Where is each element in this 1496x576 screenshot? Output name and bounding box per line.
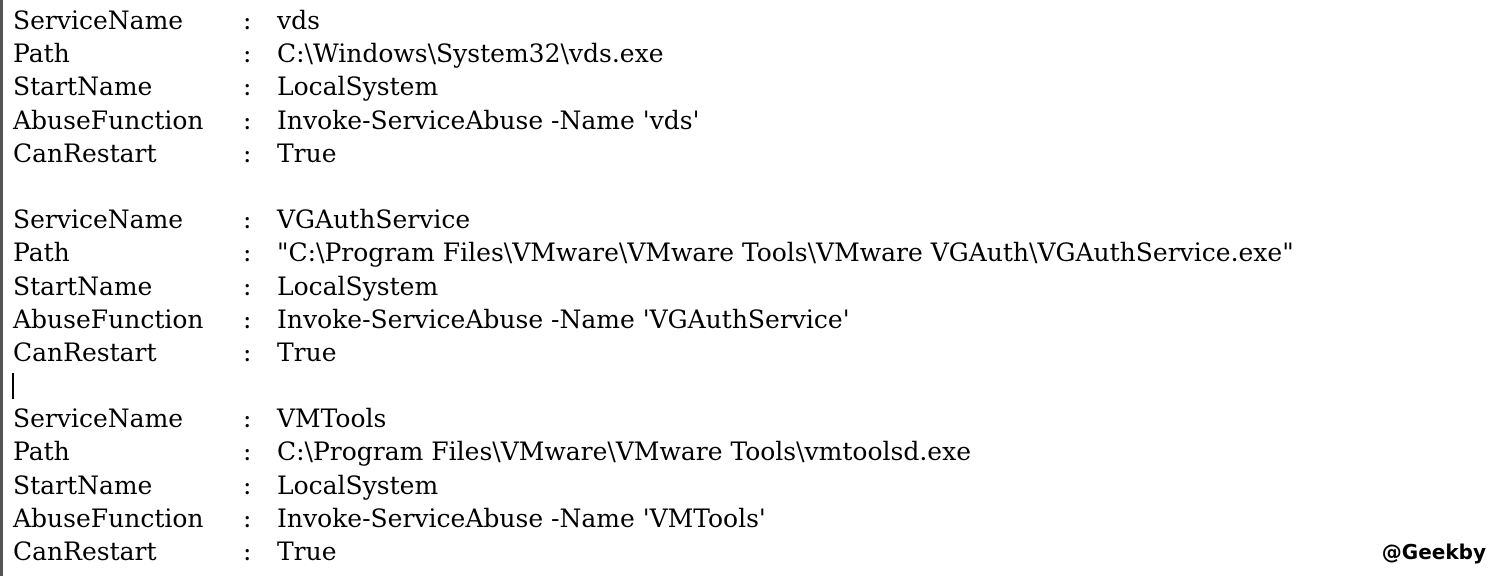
field-key: StartName [13,271,153,301]
field-value: C:\Windows\System32\vds.exe [277,39,664,69]
field-value: Invoke-ServiceAbuse -Name 'VMTools' [277,503,766,533]
field-key: ServiceName [13,404,184,434]
field-separator: : [243,39,252,69]
field-separator: : [243,205,252,235]
field-separator: : [243,404,252,434]
field-row: AbuseFunction: Invoke-ServiceAbuse -Name … [13,104,1496,137]
field-value: LocalSystem [277,470,439,500]
field-row: StartName: LocalSystem [13,469,1496,502]
service-list: ServiceName: vds Path: C:\Windows\System32… [12,4,1496,568]
field-row: Path: "C:\Program Files\VMware\VMware Too… [13,236,1496,269]
field-value: True [277,337,337,367]
field-value: True [277,537,337,566]
field-key: Path [13,39,70,69]
field-key: ServiceName [13,6,184,35]
blank-line [13,170,1496,203]
field-separator: : [243,470,252,500]
field-value: VGAuthService [277,205,471,235]
field-row: AbuseFunction: Invoke-ServiceAbuse -Name … [13,303,1496,336]
field-value: vds [277,6,320,35]
field-separator: : [243,138,252,168]
field-key: AbuseFunction [13,105,204,135]
field-value: "C:\Program Files\VMware\VMware Tools\VM… [277,238,1294,268]
field-row: CanRestart: True [13,535,1496,568]
field-separator: : [243,72,252,102]
field-separator: : [243,304,252,334]
field-row: StartName: LocalSystem [13,70,1496,103]
field-separator: : [243,537,252,566]
field-row: CanRestart: True [13,137,1496,170]
blank-line [12,369,1496,402]
field-separator: : [243,6,252,35]
field-key: ServiceName [13,205,184,235]
field-key: CanRestart [13,537,157,566]
field-value: LocalSystem [277,72,439,102]
field-separator: : [243,503,252,533]
field-key: StartName [13,72,153,102]
field-value: Invoke-ServiceAbuse -Name 'VGAuthService… [277,304,850,334]
service-block-vgauthservice: ServiceName: VGAuthService Path: "C:\Progr… [13,203,1496,369]
field-key: CanRestart [13,337,157,367]
field-row: Path: C:\Program Files\VMware\VMware Tool… [13,435,1496,468]
text-cursor [12,373,14,400]
field-row: AbuseFunction: Invoke-ServiceAbuse -Name … [13,502,1496,535]
field-key: Path [13,238,70,268]
field-row: Path: C:\Windows\System32\vds.exe [13,37,1496,70]
field-separator: : [243,271,252,301]
field-separator: : [243,238,252,268]
field-value: VMTools [277,404,387,434]
service-block-vmtools: ServiceName: VMTools Path: C:\Program File… [13,402,1496,568]
field-row: CanRestart: True [13,336,1496,369]
field-key: StartName [13,470,153,500]
field-row: ServiceName: VGAuthService [13,203,1496,236]
field-row: ServiceName: vds [13,4,1496,37]
field-key: AbuseFunction [13,503,204,533]
field-row: ServiceName: VMTools [13,402,1496,435]
field-value: True [277,138,337,168]
field-row: StartName: LocalSystem [13,270,1496,303]
watermark-label: @Geekby [1381,540,1486,564]
field-key: Path [13,437,70,467]
field-value: C:\Program Files\VMware\VMware Tools\vmt… [277,437,971,467]
field-value: Invoke-ServiceAbuse -Name 'vds' [277,105,700,135]
field-key: CanRestart [13,138,157,168]
field-separator: : [243,337,252,367]
service-block-vds: ServiceName: vds Path: C:\Windows\System32… [13,4,1496,170]
field-separator: : [243,437,252,467]
field-separator: : [243,105,252,135]
field-key: AbuseFunction [13,304,204,334]
field-value: LocalSystem [277,271,439,301]
